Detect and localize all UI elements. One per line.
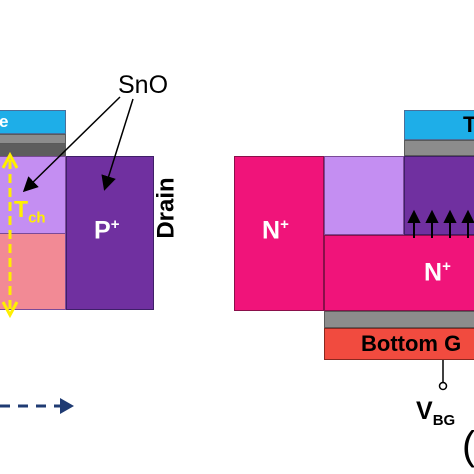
current-direction-arrow-head [60,398,74,414]
sno-label: SnO [118,71,169,99]
n-plus-center-label: N+ [424,258,451,287]
bottom-gate [324,328,474,360]
bottom-oxide-right [324,311,474,328]
oxide-left-dark [0,144,66,156]
thickness-arrow-head-top [1,151,19,169]
top-gate-right-label: T [463,112,474,137]
sno-pointer-to-channel [22,96,121,193]
top-gate-left [0,110,66,134]
vbg-base: V [416,397,433,425]
n-plus-center [324,235,474,311]
panel-label-fragment: ( [462,424,474,468]
top-gate-left-label: e [0,112,9,131]
n-plus-left-sup: + [280,216,289,233]
oxide-right [404,140,474,156]
bottom-gate-label: Bottom G [361,331,462,356]
vbg-label: VBG [416,397,455,429]
channel-thickness-sub: ch [28,209,46,227]
oxide-left [0,134,66,144]
thickness-arrow-head-bottom [1,301,19,319]
p-plus-sup: + [110,216,120,233]
field-arrow-1-head [407,209,421,223]
sno-pointer-to-p-region [101,98,134,191]
channel-thickness-base: T [14,196,29,222]
p-plus-label: P+ [94,216,119,245]
field-arrow-3-head [443,209,457,223]
field-arrow-2-head [425,209,439,223]
sno-region-right [324,156,404,235]
n-plus-center-base: N [424,258,443,287]
p-plus-base: P [94,216,111,245]
channel-thickness-label: Tch [14,196,46,227]
vbg-sub: BG [432,412,456,429]
n-plus-left [234,156,324,311]
top-gate-right [404,110,474,140]
vbg-terminal-node [438,381,448,391]
field-arrows [407,209,474,238]
n-plus-left-label: N+ [262,216,289,245]
n-plus-center-sup: + [442,258,451,275]
n-plus-left-base: N [262,216,281,245]
field-arrow-4-head [461,209,474,223]
